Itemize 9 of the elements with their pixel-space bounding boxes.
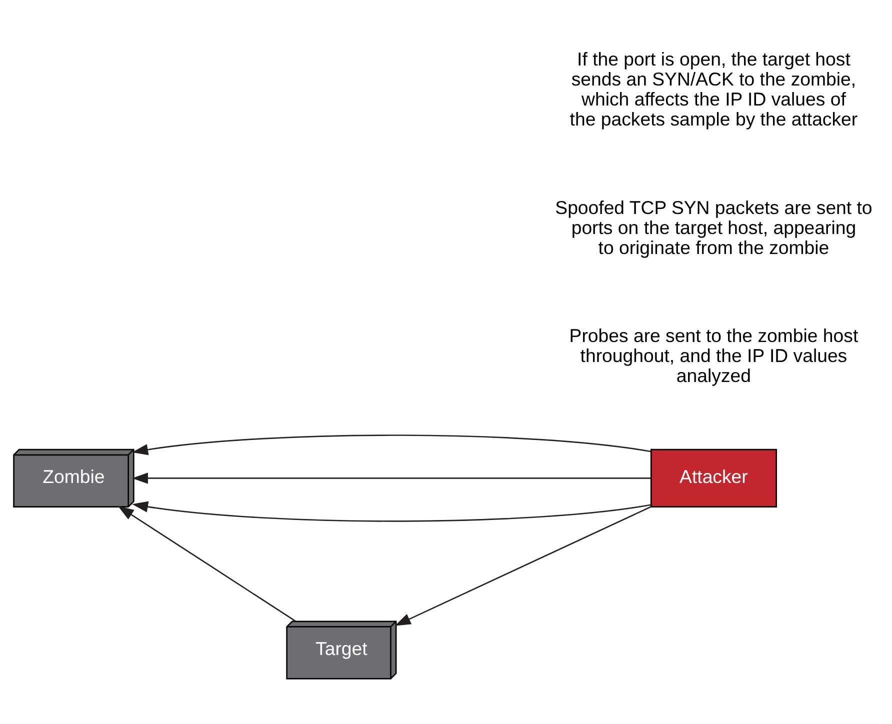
arrow: [132, 472, 651, 484]
label: Spoofed TCP SYN packets are sent to ports on the target host, appearing to originate from the zombie: [555, 197, 872, 258]
node-box: Attacker: [650, 448, 777, 508]
arrow: [132, 501, 651, 522]
arrow: [394, 506, 652, 626]
arrow: [132, 434, 651, 456]
label: Probes are sent to the zombie host throughout, and the IP ID values analyzed: [569, 324, 858, 386]
label: If the port is open, the target host sends an SYN/ACK to the zombie, which affects the IP ID values of the packets sample by the attacker: [570, 48, 858, 130]
arrow: [118, 506, 296, 622]
